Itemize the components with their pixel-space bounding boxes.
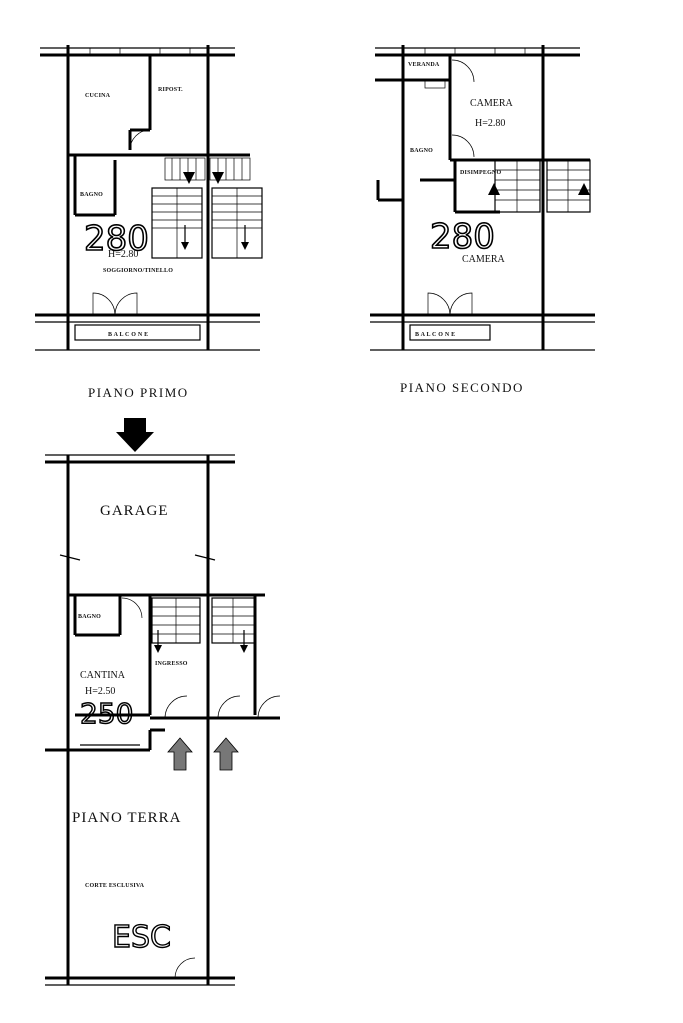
door-swing: [451, 134, 475, 158]
room-label-ingresso: INGRESSO: [155, 661, 188, 667]
staircase: [209, 157, 263, 259]
arrow-up-icon: [488, 183, 500, 195]
handwritten-height: 280: [84, 219, 149, 259]
room-label-cucina: CUCINA: [85, 93, 111, 99]
window: [159, 47, 191, 56]
staircase: [151, 157, 206, 259]
door-swing: [451, 59, 475, 83]
window: [494, 47, 526, 56]
arrow-down-icon: [240, 645, 248, 653]
room-label-bagno: BAGNO: [78, 614, 101, 620]
door-swing: [217, 695, 241, 719]
plan-piano-primo: CUCINA RIPOST. BAGNO SOGGIORNO/TINELLO H…: [35, 45, 263, 400]
room-label-disimpegno: DISIMPEGNO: [460, 170, 501, 176]
balcony: [409, 324, 491, 341]
door-swing: [129, 129, 151, 151]
height-label: H=2.80: [475, 118, 505, 129]
room-label-camera: CAMERA: [470, 98, 514, 109]
area-label-corte-esclusiva: CORTE ESCLUSIVA: [85, 883, 145, 889]
arrow-down-icon: [181, 242, 189, 250]
staircase: [494, 159, 541, 213]
handwritten-corte: ESC: [112, 920, 171, 955]
room-label-soggiorno: SOGGIORNO/TINELLO: [103, 268, 173, 274]
handwritten-height: 250: [80, 697, 133, 730]
door-swing: [164, 695, 188, 719]
staircase: [546, 159, 591, 213]
handwritten-height: 280: [430, 217, 495, 257]
arrow-down-icon: [154, 645, 162, 653]
entry-arrow-icon: [213, 737, 239, 771]
arrow-down-icon: [241, 242, 249, 250]
door-swing: [257, 695, 281, 719]
room-label-balcone: B A L C O N E: [108, 332, 148, 338]
room-label-camera: CAMERA: [462, 254, 506, 265]
window: [424, 79, 446, 89]
wall-break: [194, 554, 216, 561]
arrow-down-icon: [183, 172, 195, 184]
window: [89, 47, 121, 56]
door-swing: [449, 292, 473, 316]
door-swing: [121, 597, 143, 619]
room-label-balcone: B A L C O N E: [415, 332, 455, 338]
room-label-ripostiglio: RIPOST.: [158, 87, 183, 93]
entry-arrow-icon: [116, 418, 154, 452]
height-label: H=2.80: [108, 249, 138, 260]
gate-swing: [174, 957, 196, 979]
arrow-down-icon: [212, 172, 224, 184]
arrow-up-icon: [578, 183, 590, 195]
plan-title-terra: PIANO TERRA: [72, 810, 181, 826]
room-label-garage: GARAGE: [100, 503, 169, 519]
plan-piano-terra: GARAGE BAGNO CANTINA H=2.50 INGRESSO 250…: [45, 418, 281, 986]
door-swing: [92, 292, 116, 316]
room-label-bagno: BAGNO: [410, 148, 433, 154]
room-label-cantina: CANTINA: [80, 670, 126, 681]
staircase: [211, 597, 256, 644]
plan-title-secondo: PIANO SECONDO: [400, 380, 524, 395]
staircase: [151, 597, 201, 644]
plan-piano-secondo: VERANDA CAMERA H=2.80 BAGNO DISIMPEGNO C…: [370, 45, 595, 395]
entry-arrow-icon: [167, 737, 193, 771]
balcony: [74, 324, 201, 341]
door-swing: [427, 292, 451, 316]
door-swing: [114, 292, 138, 316]
wall-break: [59, 554, 81, 561]
height-label: H=2.50: [85, 686, 115, 697]
room-label-bagno: BAGNO: [80, 192, 103, 198]
plan-title-primo: PIANO PRIMO: [88, 385, 189, 400]
window: [424, 47, 456, 56]
room-label-veranda: VERANDA: [408, 62, 440, 68]
